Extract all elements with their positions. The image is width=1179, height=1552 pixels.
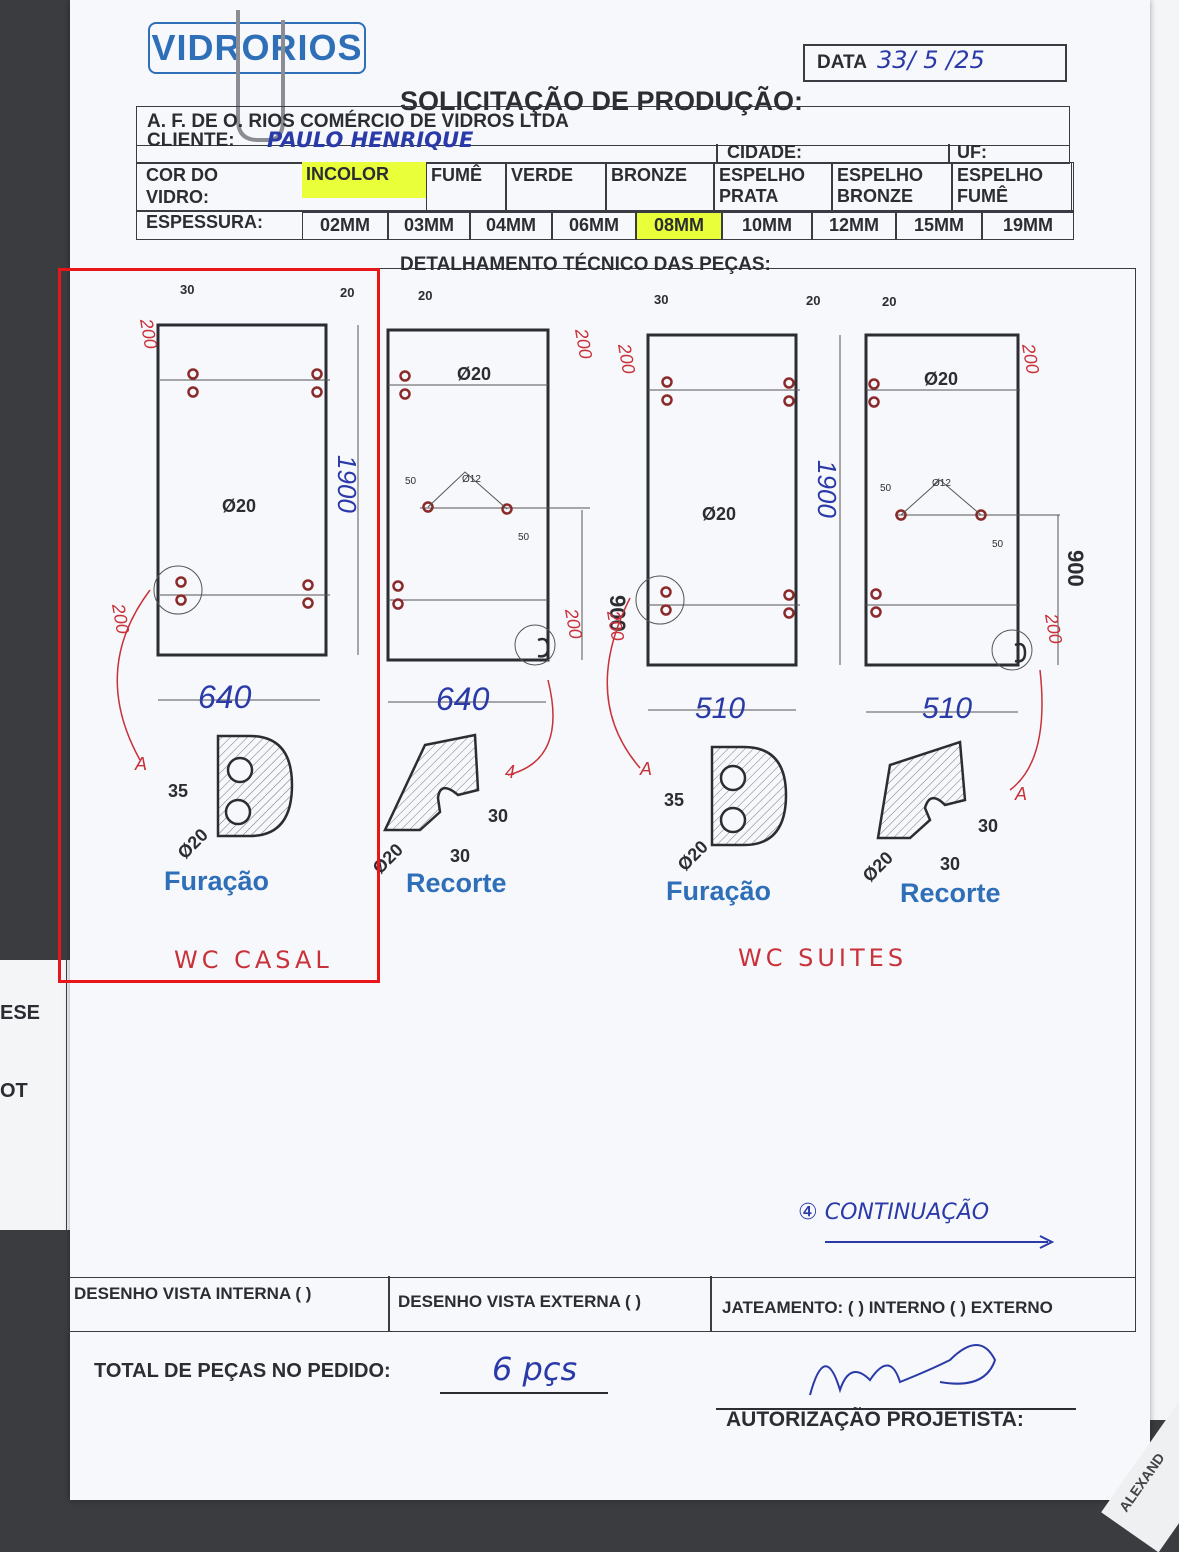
- dim-200-f: 200: [561, 606, 586, 640]
- dim-50-a: 50: [405, 476, 417, 487]
- dim-20-a: 20: [340, 285, 354, 300]
- thickness-option[interactable]: 19MM: [982, 212, 1074, 240]
- dim-20-b: 20: [418, 288, 432, 303]
- authorization-label: AUTORIZAÇÃO PROJETISTA:: [726, 1408, 1024, 1431]
- note-wc-casal: WC CASAL: [174, 946, 333, 974]
- thickness-option[interactable]: 02MM: [302, 212, 388, 240]
- glass-panel-1: [156, 323, 328, 657]
- date-box: DATA 33/ 5 /25: [803, 44, 1067, 82]
- signature: [809, 1344, 997, 1396]
- dim-640-a: 640: [198, 679, 252, 715]
- glass-color-option[interactable]: ESPELHO PRATA: [714, 162, 832, 212]
- glass-panel-2: [386, 328, 550, 662]
- thickness-label: ESPESSURA:: [146, 212, 264, 232]
- thickness-option[interactable]: 15MM: [896, 212, 982, 240]
- glass-panel-3: [646, 333, 798, 667]
- dim-30-b: 30: [654, 292, 668, 307]
- glass-color-option[interactable]: INCOLOR: [302, 162, 426, 198]
- thickness-option[interactable]: 08MM: [636, 212, 722, 240]
- client-value: PAULO HENRIQUE: [267, 128, 474, 152]
- dim-1900-a: 1900: [332, 455, 362, 513]
- logo-text: VIDRORIOS: [151, 27, 363, 68]
- dim-1900-b: 1900: [812, 460, 842, 518]
- sandblast-options: JATEAMENTO: ( ) INTERNO ( ) EXTERNO: [722, 1298, 1053, 1317]
- annotation-highlight-box: [58, 268, 380, 983]
- dim-510-a: 510: [695, 692, 745, 725]
- glass-color-option[interactable]: BRONZE: [606, 162, 714, 212]
- hole-label-3: Ø20: [702, 504, 736, 524]
- side-text-1: ESE: [0, 1002, 41, 1024]
- company-logo: VIDRORIOS: [148, 22, 366, 74]
- marker-a-2: A: [639, 759, 652, 779]
- production-request-form: VIDRORIOS DATA 33/ 5 /25 SOLICITAÇÃO DE …: [66, 0, 1150, 1500]
- dim-200-h: 200: [1041, 611, 1066, 645]
- hole-label-1: Ø20: [222, 496, 256, 516]
- client-row: CLIENTE: PAULO HENRIQUE CIDADE: UF:: [136, 124, 1070, 164]
- dim-20-c: 20: [806, 293, 820, 308]
- dim-50-b: 50: [518, 532, 530, 543]
- note-wc-suites: WC SUITES: [738, 944, 908, 972]
- dim-hole-c: Ø20: [674, 837, 712, 875]
- dim-510-b: 510: [922, 692, 972, 725]
- dim-hole-d: Ø20: [859, 848, 897, 886]
- technical-area: [66, 268, 1136, 1278]
- footer-row: [66, 1276, 1136, 1332]
- marker-4: 4: [505, 762, 515, 782]
- detail-recorte-1: Recorte: [406, 868, 507, 898]
- total-value: 6 pçs: [492, 1350, 578, 1388]
- dim-200-g: 200: [603, 608, 628, 642]
- client-label: CLIENTE:: [147, 130, 235, 151]
- view-external: DESENHO VISTA EXTERNA ( ): [398, 1292, 642, 1311]
- detail-furacao-2: Furação: [666, 876, 772, 906]
- paper-clip-icon: [236, 10, 285, 142]
- dim-30-f: 30: [940, 854, 960, 874]
- hole-label-4: Ø20: [924, 369, 958, 389]
- dim-200-b: 200: [571, 326, 596, 360]
- dim-30-e: 30: [978, 816, 998, 836]
- continuation-note: ④ CONTINUAÇÃO: [798, 1200, 990, 1225]
- detail-recorte-2: Recorte: [900, 878, 1001, 908]
- date-label: DATA: [817, 52, 867, 73]
- side-text-2: OT: [0, 1080, 28, 1102]
- dim-20-d: 20: [882, 294, 896, 309]
- thickness-option[interactable]: 03MM: [388, 212, 470, 240]
- thickness-option[interactable]: 06MM: [552, 212, 636, 240]
- detail-furacao-1: Furação: [164, 866, 270, 896]
- glass-color-option[interactable]: ESPELHO BRONZE: [832, 162, 952, 212]
- continuation-arrow-icon: [825, 1235, 1055, 1249]
- hole-label-2: Ø20: [457, 364, 491, 384]
- date-value: 33/ 5 /25: [877, 46, 985, 74]
- view-internal: DESENHO VISTA INTERNA ( ): [74, 1284, 312, 1303]
- total-label: TOTAL DE PEÇAS NO PEDIDO:: [94, 1360, 391, 1382]
- technical-heading: DETALHAMENTO TÉCNICO DAS PEÇAS:: [400, 254, 771, 275]
- marker-a-1: A: [134, 754, 147, 774]
- dim-200-d: 200: [1018, 341, 1043, 375]
- company-name: A. F. DE O. RIOS COMÉRCIO DE VIDROS LTDA: [147, 111, 569, 132]
- dim-30-c: 30: [488, 806, 508, 826]
- thickness-option[interactable]: 12MM: [812, 212, 896, 240]
- dim-30-a: 30: [180, 282, 194, 297]
- notch-label-1: Ø12: [462, 474, 481, 485]
- uf-label: UF:: [957, 142, 987, 162]
- glass-color-option[interactable]: FUMÊ: [426, 162, 506, 212]
- notch-label-2: Ø12: [932, 478, 951, 489]
- thickness-option[interactable]: 10MM: [722, 212, 812, 240]
- dim-35-a: 35: [168, 781, 188, 801]
- dim-640-b: 640: [436, 681, 490, 717]
- dim-35-b: 35: [664, 790, 684, 810]
- glass-color-option[interactable]: VERDE: [506, 162, 606, 212]
- form-title: SOLICITAÇÃO DE PRODUÇÃO:: [400, 86, 803, 116]
- technical-drawings: Ø20 Ø20 Ø20 Ø20 Ø12 Ø12 50 50 50 50 30 2…: [108, 282, 1088, 886]
- dim-30-d: 30: [450, 846, 470, 866]
- dim-200-c: 200: [614, 341, 639, 375]
- thickness-option[interactable]: 04MM: [470, 212, 552, 240]
- marker-a-3: A: [1014, 784, 1027, 804]
- dim-50-d: 50: [992, 539, 1004, 550]
- dim-50-c: 50: [880, 483, 892, 494]
- city-label: CIDADE:: [727, 142, 802, 162]
- glass-color-option[interactable]: ESPELHO FUMÊ: [952, 162, 1074, 212]
- dim-900-b: 900: [1063, 550, 1088, 587]
- glass-color-label: COR DO VIDRO:: [146, 165, 218, 207]
- glass-panel-4: [864, 333, 1020, 667]
